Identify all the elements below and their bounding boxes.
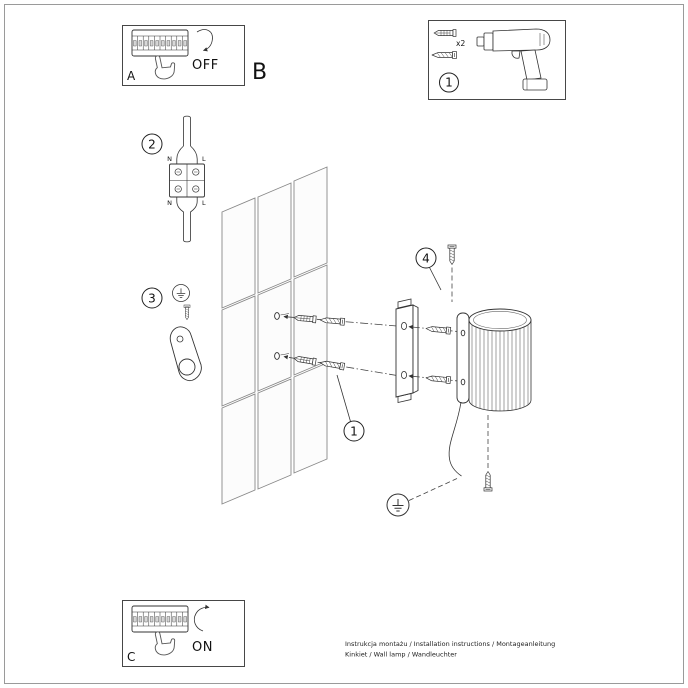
step-4-number: 4 xyxy=(422,251,430,265)
step-2-number: 2 xyxy=(148,137,156,151)
wiring-step: 2 N L N L xyxy=(141,115,206,243)
machine-screw-bottom xyxy=(425,373,452,385)
lamp-mounting-plate xyxy=(456,312,470,404)
fixing-screw-bottom xyxy=(483,471,493,492)
bracket-hole-top xyxy=(400,321,407,330)
switch-off-arrow-icon xyxy=(196,29,213,52)
leader-line-fixings xyxy=(336,374,351,422)
panel-c-label: C xyxy=(127,650,135,664)
footer-line-2: Kinkiet / Wall lamp / Wandleuchter xyxy=(345,651,457,659)
wall-plug-quantity: x2 xyxy=(456,39,465,48)
terminal-block xyxy=(169,163,205,198)
drill-icon xyxy=(476,28,551,91)
mains-cable xyxy=(176,115,198,243)
fixing-screw-top xyxy=(447,244,457,265)
panel-a-label: A xyxy=(127,69,136,83)
wall-lamp xyxy=(448,308,532,477)
step-1-badge xyxy=(439,72,459,93)
leader-line-bracket xyxy=(429,267,442,291)
lamp-fixing-screws xyxy=(408,324,464,385)
earthing-step: 3 xyxy=(141,284,202,382)
axis-line-bottom xyxy=(283,355,398,376)
wall-fixings: 1 xyxy=(283,313,398,442)
wire-label-l-top: L xyxy=(202,155,206,163)
fuse-box-icon xyxy=(131,29,189,57)
panel-a: OFF A xyxy=(122,25,245,86)
wire-label-l-bottom: L xyxy=(202,199,206,207)
ground-screw-icon xyxy=(183,304,191,320)
tile-wall xyxy=(221,166,328,505)
earth-ground-icon-small xyxy=(172,284,190,302)
fuse-box-icon-c xyxy=(131,605,189,633)
wall-hole-bottom xyxy=(274,352,280,360)
step-1-wall-number: 1 xyxy=(350,424,358,438)
ground-bracket xyxy=(169,326,202,382)
machine-screw-top xyxy=(425,324,452,335)
tools-box: x2 1 xyxy=(428,20,566,100)
lamp-cable xyxy=(448,401,462,477)
shade-ribs xyxy=(471,324,529,411)
section-b-label: B xyxy=(252,60,267,85)
wire-label-n-bottom: N xyxy=(167,199,172,207)
sheet-border xyxy=(4,4,684,684)
step-4-badge xyxy=(415,247,437,269)
panel-c: ON C xyxy=(122,600,245,667)
wall-bracket xyxy=(395,298,419,404)
step-2-badge xyxy=(141,133,163,155)
step-3-badge xyxy=(141,287,163,309)
step-1-wall-badge xyxy=(343,420,365,442)
earth-leader-line xyxy=(408,478,458,501)
on-label: ON xyxy=(192,640,213,655)
wire-label-n-top: N xyxy=(167,155,172,163)
step-1-number: 1 xyxy=(445,76,453,90)
lamp-shade xyxy=(468,308,532,412)
off-label: OFF xyxy=(192,58,219,73)
step-3-number: 3 xyxy=(148,291,156,305)
footer-line-1: Instrukcja montażu / Installation instru… xyxy=(345,640,555,648)
wall-hole-top xyxy=(274,312,280,320)
earth-ground-icon-large xyxy=(386,493,410,517)
switch-on-arrow-icon xyxy=(193,604,210,632)
bracket-hole-bottom xyxy=(400,370,407,379)
